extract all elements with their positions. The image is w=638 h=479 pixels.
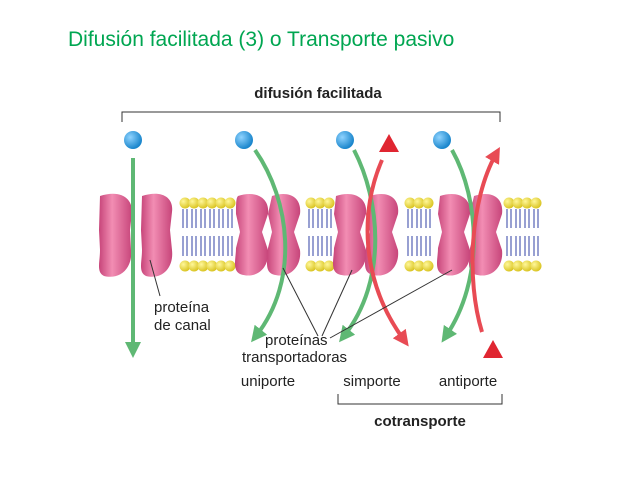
- channel-protein-label-line1: proteína: [154, 299, 210, 316]
- channel-protein: [99, 193, 173, 277]
- channel-leader-line: [149, 259, 161, 297]
- slide-title: Difusión facilitada (3) o Transporte pas…: [68, 28, 455, 51]
- solute-molecule-1: [124, 131, 142, 149]
- mechanism-uniport: uniporte: [241, 373, 295, 390]
- solute-molecule-2: [235, 131, 253, 149]
- uniport-flow-arrow: [251, 148, 288, 343]
- cotransport-label: cotransporte: [374, 413, 466, 430]
- antiport-flow-arrow-cosolute: [470, 147, 500, 333]
- diagram-header-label: difusión facilitada: [254, 85, 382, 102]
- solute-molecule-4: [433, 131, 451, 149]
- carrier-leader-line-2: [321, 269, 353, 337]
- carrier-proteins-label-line1: proteínas: [265, 332, 328, 349]
- cosolute-triangle-bottom: [483, 340, 503, 358]
- symport-flow-arrow-solute: [339, 149, 378, 343]
- solute-molecule-3: [336, 131, 354, 149]
- carrier-proteins-label-line2: transportadoras: [242, 349, 347, 366]
- channel-protein-label-line2: de canal: [154, 317, 211, 334]
- lipid-tails: [182, 209, 539, 256]
- symport-flow-arrow-cosolute: [365, 159, 409, 347]
- carrier-leader-line-1: [282, 267, 319, 337]
- carrier-leader-line-3: [329, 269, 453, 339]
- header-bracket: [121, 111, 501, 122]
- carrier-protein-uniport: [235, 194, 301, 276]
- mechanism-symport: simporte: [343, 373, 401, 390]
- cosolute-triangle-top: [379, 134, 399, 152]
- lipid-heads: [179, 197, 542, 272]
- mechanism-antiport: antiporte: [439, 373, 497, 390]
- cotransport-bracket: [337, 394, 503, 405]
